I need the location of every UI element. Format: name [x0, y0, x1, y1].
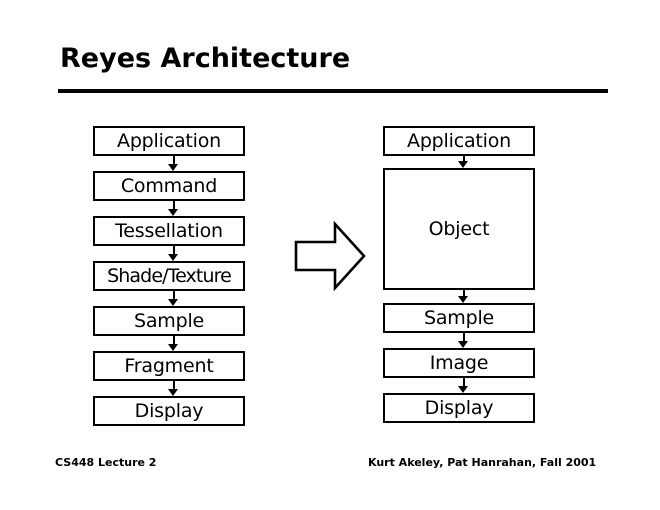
node-shade-texture: Shade/Texture [93, 261, 245, 291]
arrow-head-icon [168, 209, 178, 216]
node-label: Object [428, 218, 490, 240]
node-display-left: Display [93, 396, 245, 426]
node-object: Object [383, 168, 535, 290]
node-label: Shade/Texture [107, 265, 232, 287]
connector-arrow [168, 336, 179, 351]
node-label: Display [424, 397, 494, 419]
arrow-shaft [463, 156, 465, 162]
arrow-shaft [463, 378, 465, 387]
arrow-head-icon [168, 344, 178, 351]
right-block-arrow-icon [294, 221, 366, 291]
node-label: Tessellation [115, 220, 223, 242]
node-image: Image [383, 348, 535, 378]
connector-arrow [168, 381, 179, 396]
arrow-head-icon [168, 389, 178, 396]
node-label: Application [407, 130, 511, 152]
arrow-head-icon [168, 164, 178, 171]
connector-arrow [168, 246, 179, 261]
node-label: Application [117, 130, 221, 152]
node-display-right: Display [383, 393, 535, 423]
connector-arrow [458, 378, 469, 393]
arrow-head-icon [168, 299, 178, 306]
node-label: Sample [133, 310, 205, 332]
node-label: Sample [423, 307, 495, 329]
node-sample-left: Sample [93, 306, 245, 336]
title-divider [58, 89, 608, 93]
node-command: Command [93, 171, 245, 201]
arrow-shaft [463, 333, 465, 342]
node-sample-right: Sample [383, 303, 535, 333]
arrow-head-icon [458, 296, 468, 303]
connector-arrow [458, 290, 469, 303]
arrow-shaft [173, 336, 175, 345]
arrow-head-icon [458, 386, 468, 393]
node-label: Fragment [124, 355, 214, 377]
node-fragment: Fragment [93, 351, 245, 381]
arrow-shaft [173, 291, 175, 300]
arrow-head-icon [458, 161, 468, 168]
node-tessellation: Tessellation [93, 216, 245, 246]
arrow-head-icon [458, 341, 468, 348]
arrow-shaft [173, 381, 175, 390]
connector-arrow [458, 156, 469, 168]
connector-arrow [458, 333, 469, 348]
node-label: Command [120, 175, 218, 197]
arrow-shaft [173, 201, 175, 210]
arrow-head-icon [168, 254, 178, 261]
node-application-left: Application [93, 126, 245, 156]
footer-authors: Kurt Akeley, Pat Hanrahan, Fall 2001 [368, 456, 597, 469]
connector-arrow [168, 156, 179, 171]
arrow-shaft [173, 156, 175, 165]
footer-course: CS448 Lecture 2 [55, 456, 157, 469]
arrow-shaft [173, 246, 175, 255]
arrow-shaft [463, 290, 465, 297]
connector-arrow [168, 291, 179, 306]
node-label: Image [429, 352, 489, 374]
page-title: Reyes Architecture [60, 43, 351, 74]
node-application-right: Application [383, 126, 535, 156]
node-label: Display [134, 400, 204, 422]
connector-arrow [168, 201, 179, 216]
